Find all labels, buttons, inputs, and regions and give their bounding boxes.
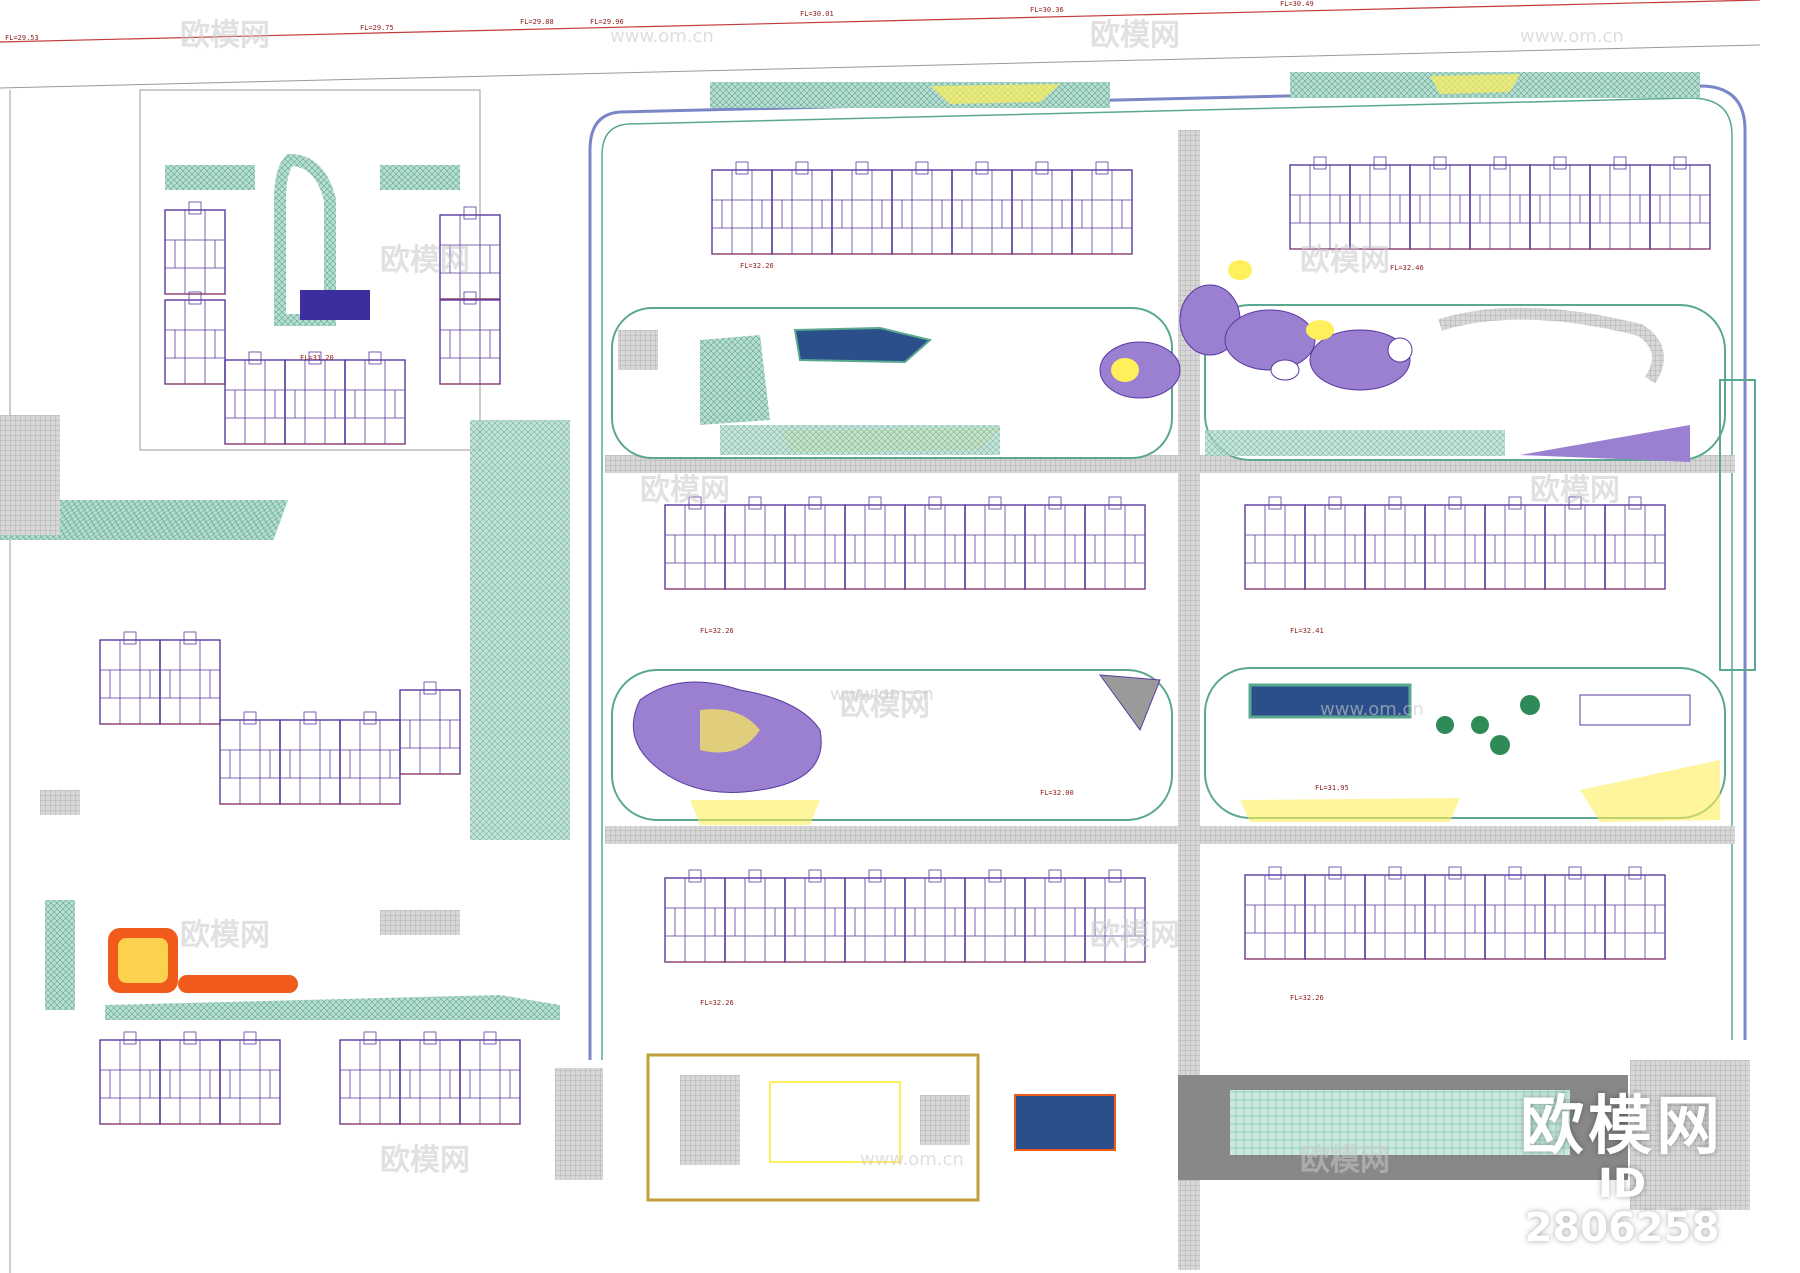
svg-text:欧模网: 欧模网 [1300,1143,1390,1178]
svg-text:FL=29.96: FL=29.96 [590,18,624,26]
svg-text:FL=29.53: FL=29.53 [5,34,39,42]
north-boundary-line [0,0,1761,43]
svg-text:www.om.cn: www.om.cn [860,1149,964,1170]
svg-text:欧模网: 欧模网 [1090,918,1180,953]
svg-text:FL=32.26: FL=32.26 [700,627,734,635]
svg-text:欧模网: 欧模网 [180,18,270,53]
svg-text:FL=29.75: FL=29.75 [360,24,394,32]
svg-text:FL=30.49: FL=30.49 [1280,0,1314,8]
south-walkway [105,995,560,1020]
svg-text:www.om.cn: www.om.cn [830,684,934,705]
svg-text:FL=32.26: FL=32.26 [740,262,774,270]
clubhouse-frame [646,1053,980,1202]
north-road-line [0,44,1761,89]
svg-text:欧模网: 欧模网 [180,918,270,953]
svg-text:FL=29.88: FL=29.88 [520,18,554,26]
svg-text:欧模网: 欧模网 [1530,473,1620,508]
play-area-1 [1099,260,1413,399]
svg-text:FL=30.01: FL=30.01 [800,10,834,18]
svg-text:FL=31.95: FL=31.95 [1315,784,1349,792]
clubhouse-pool [1014,1094,1116,1151]
svg-text:FL=31.20: FL=31.20 [300,354,334,362]
svg-text:FL=32.00: FL=32.00 [1040,789,1074,797]
svg-text:FL=32.41: FL=32.41 [1290,627,1324,635]
ring-road-inner [601,97,1733,1060]
svg-text:FL=32.26: FL=32.26 [700,999,734,1007]
pool-1 [793,326,933,364]
svg-text:欧模网: 欧模网 [1300,243,1390,278]
watermark-tiles: 欧模网 欧模网 www.om.cn www.om.cn 欧模网 欧模网 欧模网 … [180,18,1624,1178]
pavilion-triangle [1098,674,1161,732]
pool-west [300,290,370,320]
elevation-labels: FL=29.75 FL=29.88 FL=29.96 FL=30.01 FL=3… [5,0,1424,1007]
svg-text:FL=30.36: FL=30.36 [1030,6,1064,14]
svg-text:www.om.cn: www.om.cn [1520,26,1624,47]
west-parking [470,420,570,840]
pool-2 [1248,683,1412,719]
svg-text:欧模网: 欧模网 [380,243,470,278]
svg-text:欧模网: 欧模网 [1090,18,1180,53]
svg-text:欧模网: 欧模网 [380,1143,470,1178]
svg-text:FL=32.46: FL=32.46 [1390,264,1424,272]
svg-text:欧模网: 欧模网 [840,688,930,723]
south-entrance [555,1068,603,1180]
svg-text:www.om.cn: www.om.cn [610,26,714,47]
walkway-row-2 [605,826,1735,844]
svg-text:欧模网: 欧模网 [640,473,730,508]
svg-text:FL=32.26: FL=32.26 [1290,994,1324,1002]
ring-road [588,84,1747,1060]
svg-text:www.om.cn: www.om.cn [1320,699,1424,720]
central-walkway [1178,130,1200,1270]
